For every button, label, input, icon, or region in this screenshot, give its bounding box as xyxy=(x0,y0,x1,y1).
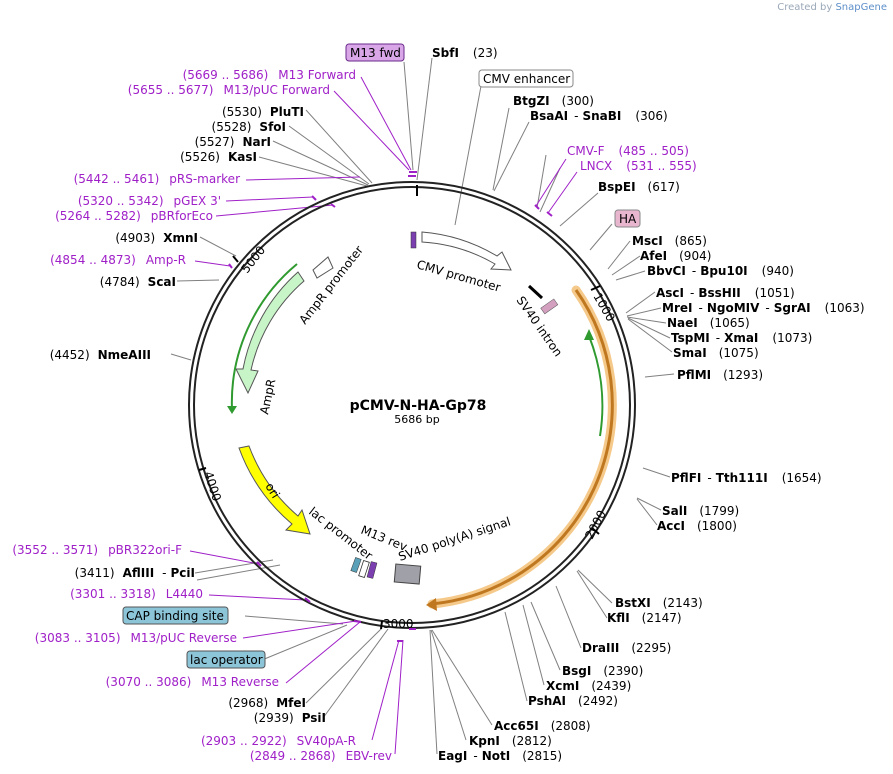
primer-amp-r[interactable]: (4854 .. 4873)Amp-R xyxy=(50,253,186,267)
plasmid-name: pCMV-N-HA-Gp78 xyxy=(350,398,487,414)
gp78-orf-glow xyxy=(427,285,617,609)
sv40-intron-box xyxy=(540,298,559,315)
primer-m13-reverse[interactable]: (3070 .. 3086)M13 Reverse xyxy=(106,675,279,689)
ha-label[interactable]: HA xyxy=(619,212,637,226)
primer-cmv-f[interactable]: CMV-F(485 .. 505) xyxy=(567,144,689,158)
ampr-label: AmpR xyxy=(257,378,278,416)
enzyme-pluti[interactable]: (5530)PluTI xyxy=(222,105,304,119)
lac-operator-label[interactable]: lac operator xyxy=(190,653,263,667)
primer-ebv-rev[interactable]: (2849 .. 2868)EBV-rev xyxy=(250,749,392,763)
enzyme-nmeaiii[interactable]: (4452)NmeAIII xyxy=(50,348,151,362)
gp78-orf-arrowhead xyxy=(426,598,437,611)
primer-m13-puc-reverse[interactable]: (3083 .. 3105)M13/pUC Reverse xyxy=(35,631,237,645)
enzyme-bspei[interactable]: BspEI(617) xyxy=(598,180,680,194)
cmv-promoter-arrow[interactable] xyxy=(421,231,512,271)
primer-pbrforeco[interactable]: (5264 .. 5282)pBRforEco xyxy=(55,209,213,223)
enzyme-afei[interactable]: AfeI(904) xyxy=(640,249,711,263)
ha-box xyxy=(614,209,641,228)
gp78-orf-arrow[interactable] xyxy=(431,289,614,606)
cmv-enhancer-box xyxy=(478,69,574,88)
enzyme-kpni[interactable]: KpnI(2812) xyxy=(469,734,552,748)
sv40-intron-label: SV40 intron xyxy=(514,294,566,360)
primer-m13-forward[interactable]: (5669 .. 5686)M13 Forward xyxy=(183,68,356,82)
sv40-intron-bar xyxy=(527,284,544,300)
enzyme-asci-bsshii[interactable]: AscI-BssHII(1051) xyxy=(656,286,795,300)
primer-l4440[interactable]: (3301 .. 3318)L4440 xyxy=(70,587,203,601)
enzyme-pflfi-tth111i[interactable]: PflFI-Tth111I(1654) xyxy=(671,471,822,485)
enzyme-bstxi[interactable]: BstXI(2143) xyxy=(615,596,703,610)
enzyme-bsaai-snabi[interactable]: BsaAI-SnaBI(306) xyxy=(530,109,668,123)
primer-marks xyxy=(228,171,553,642)
ampr-arrow[interactable] xyxy=(235,271,305,395)
primer-sv40pa-r[interactable]: (2903 .. 2922)SV40pA-R xyxy=(201,734,356,748)
enzyme-pflmi[interactable]: PflMI(1293) xyxy=(677,368,763,382)
tick-label-3000: 3000 xyxy=(383,617,414,631)
brand-prefix: Created by xyxy=(777,2,833,13)
enzyme-draiii[interactable]: DraIII(2295) xyxy=(582,641,671,655)
primer-m13-puc-forward[interactable]: (5655 .. 5677)M13/pUC Forward xyxy=(128,83,330,97)
leader-lines xyxy=(170,57,675,755)
enzyme-bbvci-bpu10i[interactable]: BbvCI-Bpu10I(940) xyxy=(647,264,794,278)
cmv-enhancer-label[interactable]: CMV enhancer xyxy=(483,72,570,86)
enzyme-mfei[interactable]: (2968)MfeI xyxy=(228,696,306,710)
primer-pgex3[interactable]: (5320 .. 5342)pGEX 3' xyxy=(78,194,221,208)
ori-arrow[interactable] xyxy=(238,445,311,535)
enzyme-scai[interactable]: (4784)ScaI xyxy=(100,275,176,289)
enzyme-bsgi[interactable]: BsgI(2390) xyxy=(562,664,643,678)
ha-tag-arc[interactable] xyxy=(588,335,604,437)
enzyme-mrei-ngomiv-sgrai[interactable]: MreI-NgoMIV-SgrAI(1063) xyxy=(662,301,865,315)
lac-operator-marker xyxy=(358,559,370,579)
plasmid-length: 5686 bp xyxy=(394,413,439,426)
cap-binding-site-marker xyxy=(350,557,362,573)
cmv-enhancer-marker xyxy=(410,231,417,249)
enzyme-xcmi[interactable]: XcmI(2439) xyxy=(546,679,631,693)
enzyme-xmni[interactable]: (4903)XmnI xyxy=(115,231,198,245)
primer-labels: (5669 .. 5686)M13 Forward (5655 .. 5677)… xyxy=(12,68,696,763)
primer-lines xyxy=(189,76,578,755)
brand-logo: SnapGene xyxy=(835,2,887,13)
ampr-green-head xyxy=(227,406,237,414)
enzyme-acc65i[interactable]: Acc65I(2808) xyxy=(494,719,591,733)
enzyme-msci[interactable]: MscI(865) xyxy=(632,234,707,248)
enzyme-tspmi-xmai[interactable]: TspMI-XmaI(1073) xyxy=(671,331,812,345)
enzyme-kfli[interactable]: KflI(2147) xyxy=(607,611,682,625)
enzyme-labels: SbfI(23) BtgZI(300) BsaAI-SnaBI(306) Bsp… xyxy=(432,46,865,763)
primer-lncx[interactable]: LNCX(531 .. 555) xyxy=(580,159,697,173)
enzyme-labels-left: (2939)PsiI (2968)MfeI (3411)AflIII-PciI … xyxy=(50,105,326,725)
enzyme-sali[interactable]: SalI(1799) xyxy=(662,504,739,518)
ampr-green-line xyxy=(230,263,298,411)
cmv-promoter-label: CMV promoter xyxy=(415,257,502,294)
cap-site-box xyxy=(122,606,229,625)
enzyme-btgzi[interactable]: BtgZI(300) xyxy=(513,94,594,108)
m13-rev-marker xyxy=(366,561,378,579)
primer-prs-marker[interactable]: (5442 .. 5461)pRS-marker xyxy=(74,172,240,186)
snapgene-brand: Created by SnapGene xyxy=(777,2,887,13)
lac-operator-box xyxy=(186,650,266,669)
ampr-promoter-label: AmpR promoter xyxy=(296,243,366,327)
sv40-polya-label: SV40 poly(A) signal xyxy=(397,514,513,564)
primer-pbr322ori-f[interactable]: (3552 .. 3571)pBR322ori-F xyxy=(12,543,182,557)
m13-fwd-label[interactable]: M13 fwd xyxy=(350,46,401,60)
enzyme-eagi-noti[interactable]: EagI-NotI(2815) xyxy=(438,749,562,763)
ampr-promoter-arrow[interactable] xyxy=(312,256,334,279)
enzyme-smai[interactable]: SmaI(1075) xyxy=(673,346,759,360)
enzyme-pshai[interactable]: PshAI(2492) xyxy=(528,694,618,708)
enzyme-psii[interactable]: (2939)PsiI xyxy=(254,711,326,725)
enzyme-nari[interactable]: (5527)NarI xyxy=(195,135,271,149)
enzyme-sfoi[interactable]: (5528)SfoI xyxy=(212,120,286,134)
tick-marks xyxy=(198,185,601,630)
enzyme-naei[interactable]: NaeI(1065) xyxy=(667,316,750,330)
cap-site-label[interactable]: CAP binding site xyxy=(126,609,224,623)
enzyme-sbfi[interactable]: SbfI(23) xyxy=(432,46,498,60)
enzyme-afliii-pcii[interactable]: (3411)AflIII-PciI xyxy=(75,566,195,580)
enzyme-acci[interactable]: AccI(1800) xyxy=(657,519,737,533)
ha-tag-arrowhead xyxy=(584,329,594,340)
sv40-polya-box[interactable] xyxy=(393,563,422,585)
tick-label-2000: 2000 xyxy=(582,508,609,542)
enzyme-kasi[interactable]: (5526)KasI xyxy=(180,150,257,164)
backbone-inner xyxy=(193,186,631,624)
m13-fwd-box xyxy=(345,43,405,62)
